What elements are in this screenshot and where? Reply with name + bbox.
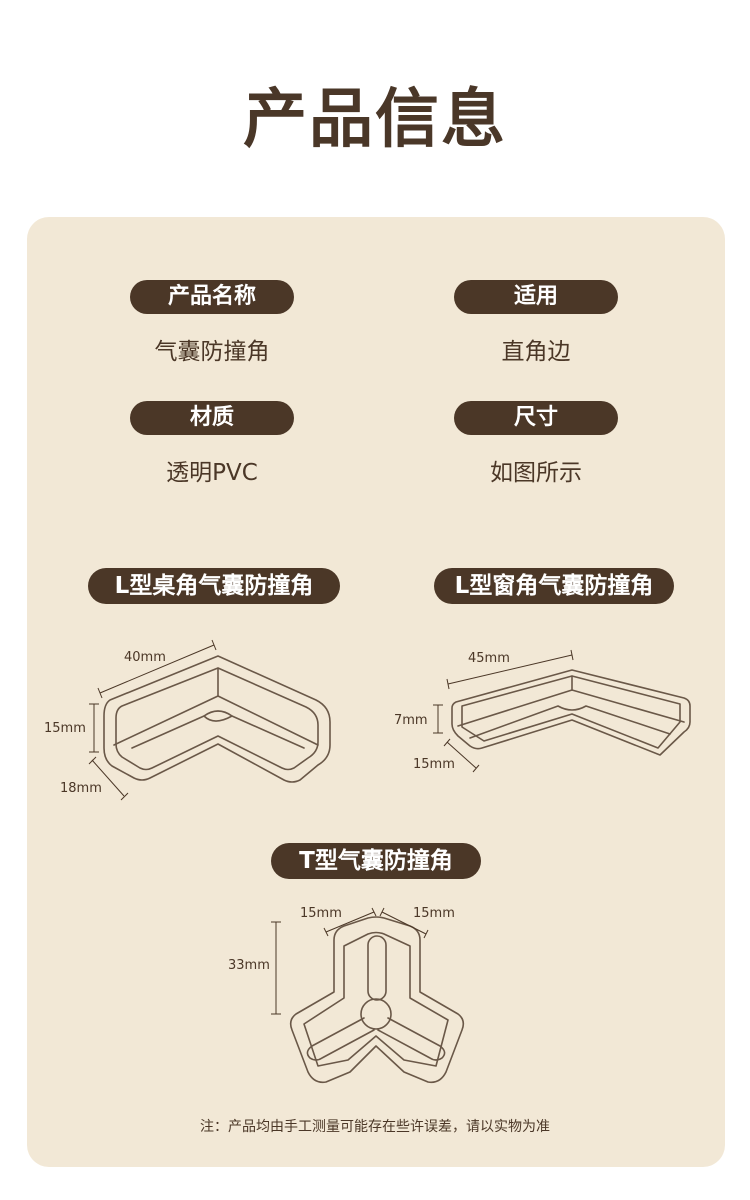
spec-label-material: 材质 — [130, 401, 294, 435]
l-desk-length-label: 40mm — [124, 650, 166, 665]
l-desk-height-label: 15mm — [44, 721, 86, 736]
page-title: 产品信息 — [243, 83, 507, 157]
spec-label-size: 尺寸 — [454, 401, 618, 435]
l-desk-corner-illustration — [103, 655, 331, 783]
l-window-corner-illustration — [451, 669, 691, 756]
spec-value-application: 直角边 — [501, 339, 571, 365]
spec-value-product-name: 气囊防撞角 — [154, 339, 270, 365]
t-right-arm-label: 15mm — [413, 906, 455, 921]
spec-label-application: 适用 — [454, 280, 618, 314]
l-window-length-label: 45mm — [468, 651, 510, 666]
l-window-height-label: 7mm — [394, 713, 428, 728]
spec-value-material: 透明PVC — [166, 460, 258, 486]
l-window-width-label: 15mm — [413, 757, 455, 772]
l-desk-width-label: 18mm — [60, 781, 102, 796]
product-name-l-desk: L型桌角气囊防撞角 — [88, 568, 340, 604]
t-corner-illustration — [289, 916, 465, 1084]
spec-value-size: 如图所示 — [490, 460, 582, 486]
measurement-note: 注：产品均由手工测量可能存在些许误差，请以实物为准 — [200, 1119, 550, 1135]
t-left-arm-label: 15mm — [300, 906, 342, 921]
product-name-t-type: T型气囊防撞角 — [271, 843, 481, 879]
product-name-l-window: L型窗角气囊防撞角 — [434, 568, 674, 604]
t-height-label: 33mm — [228, 958, 270, 973]
spec-label-product-name: 产品名称 — [130, 280, 294, 314]
info-card — [27, 217, 725, 1167]
